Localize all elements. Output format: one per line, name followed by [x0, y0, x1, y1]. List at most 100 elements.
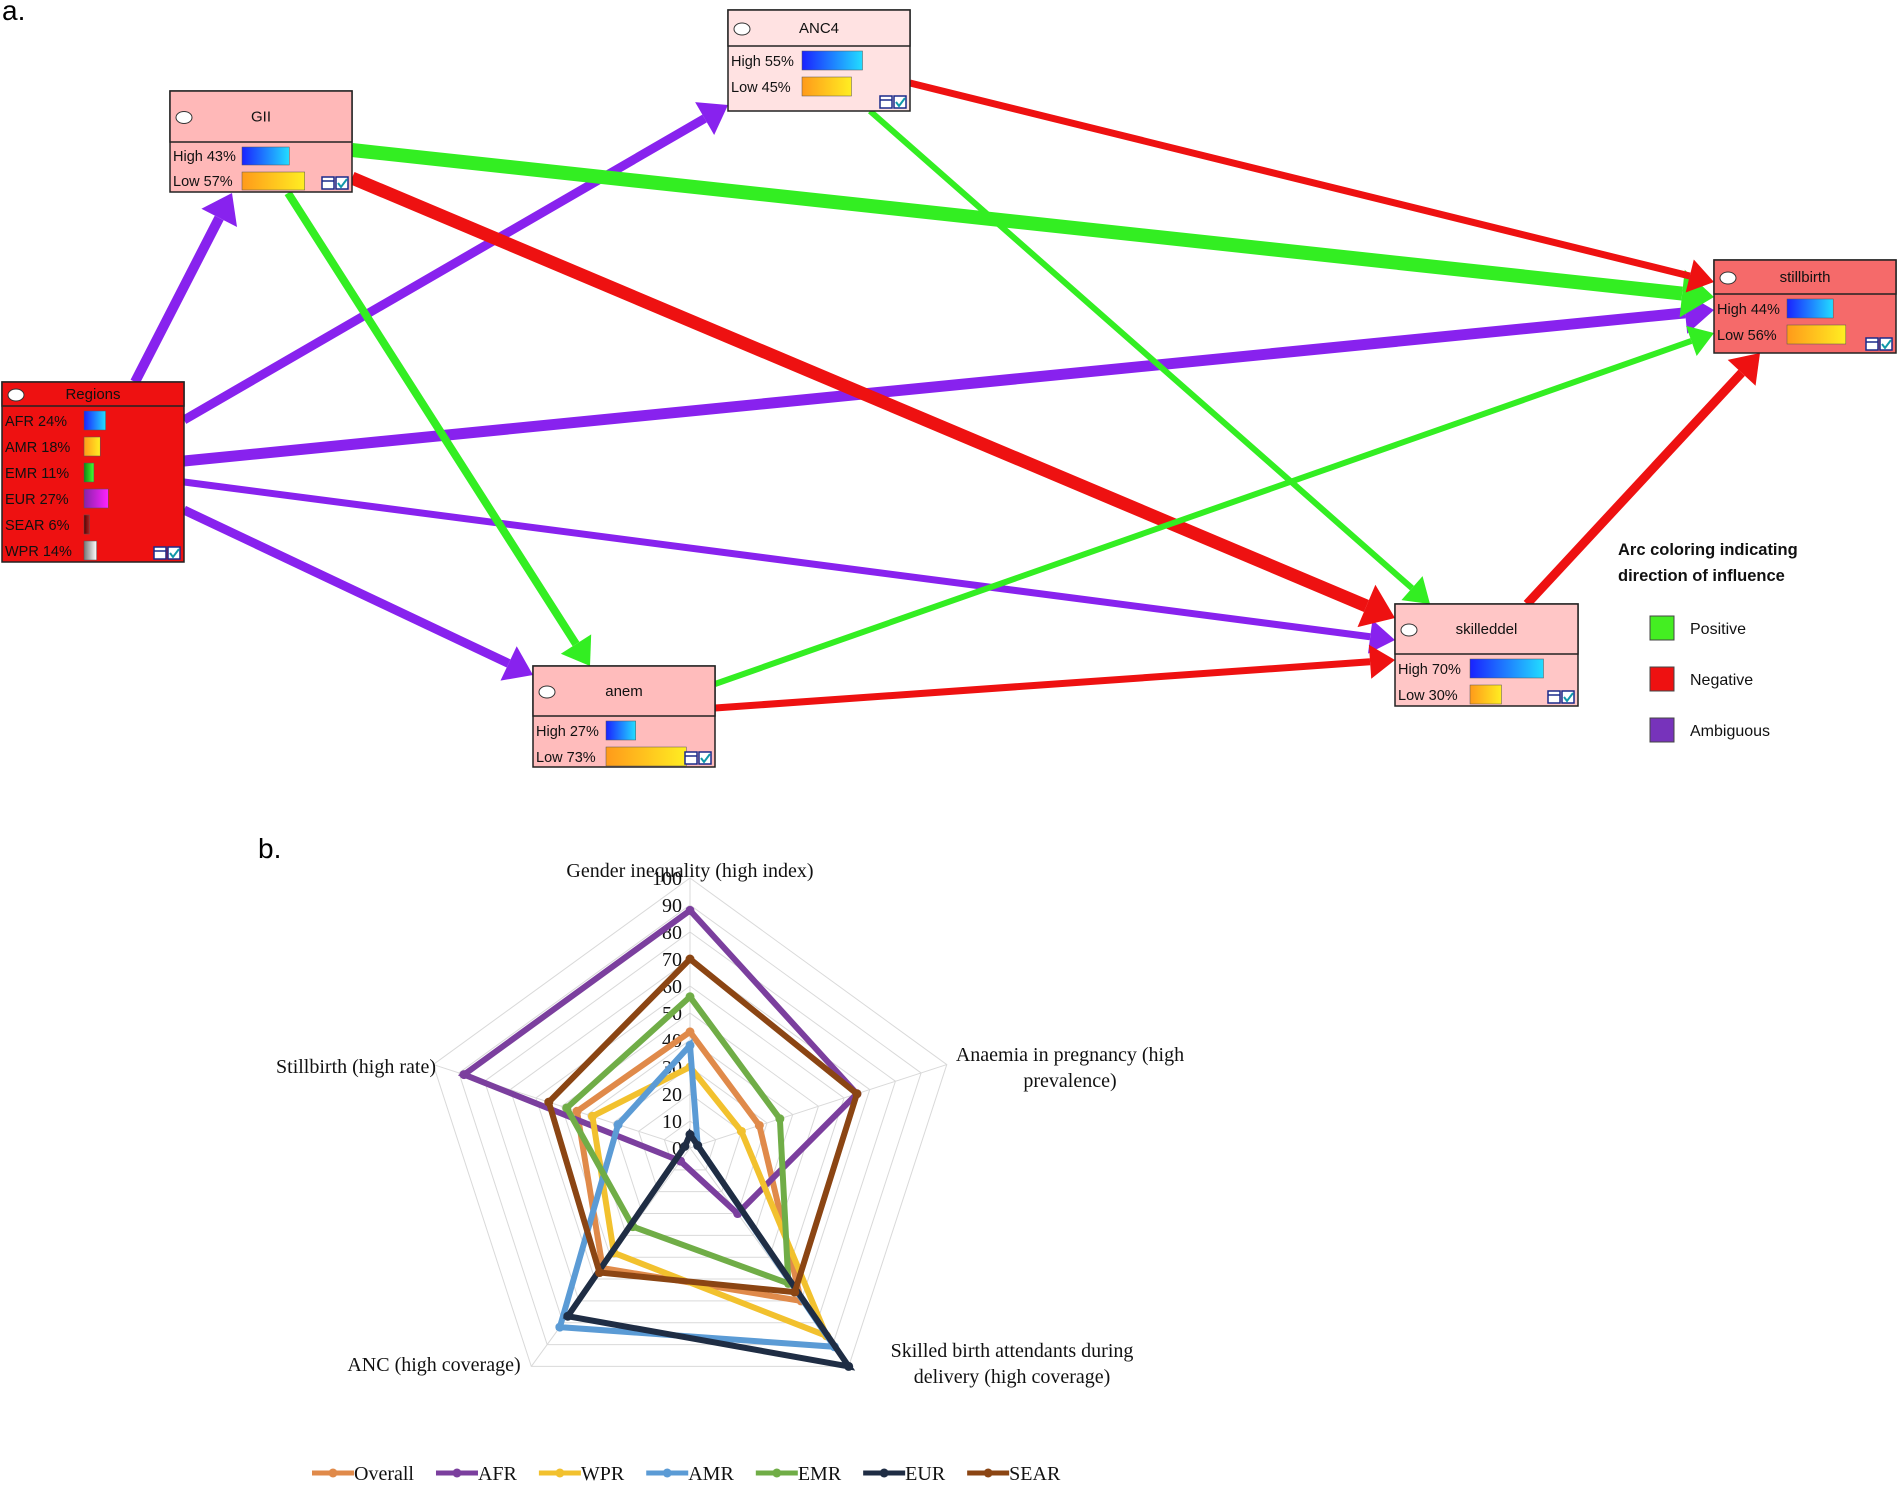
node-header	[727, 9, 911, 47]
node-check-icon[interactable]	[335, 176, 349, 190]
legend-entry-sear: SEAR	[967, 1463, 1061, 1485]
node-table-icon[interactable]	[153, 546, 167, 560]
node-table-icon[interactable]	[321, 176, 335, 190]
panel-a-label: a.	[2, 0, 25, 26]
series-point-afr	[685, 905, 695, 915]
legend-label: AMR	[688, 1463, 734, 1485]
node-row-label: EUR 27%	[5, 492, 69, 508]
legend-entry-overall: Overall	[312, 1463, 414, 1485]
node-prob-bar	[83, 436, 101, 457]
node-check-icon[interactable]	[167, 546, 181, 560]
node-row-label: High 70%	[1398, 662, 1461, 678]
radar-tick-70: 70	[662, 949, 682, 971]
radar-tick-0: 0	[672, 1138, 682, 1160]
series-point-sear	[595, 1268, 605, 1278]
node-row-label: Low 57%	[173, 174, 233, 190]
series-eur	[562, 1128, 856, 1371]
node-row-label: EMR 11%	[5, 466, 69, 482]
radar-axis-label: delivery (high coverage)	[914, 1366, 1111, 1388]
series-point-eur	[685, 1130, 695, 1139]
edge-regions-to-skilleddel	[183, 478, 1395, 654]
node-header	[1713, 259, 1897, 295]
node-row-label: AMR 18%	[5, 440, 70, 456]
series-line-afr	[457, 906, 862, 1218]
node-check-icon[interactable]	[698, 751, 712, 765]
arc-legend-item-negative: Negative	[1649, 666, 1753, 692]
edge-gii-to-skilleddel	[349, 172, 1395, 628]
series-point-eur	[680, 1141, 690, 1151]
node-row-label: High 44%	[1717, 302, 1780, 318]
node-state-icon	[175, 111, 193, 124]
series-amr	[555, 1038, 841, 1352]
series-line-emr	[562, 992, 792, 1288]
node-table-icon[interactable]	[1547, 690, 1561, 704]
node-prob-bar	[83, 514, 90, 535]
series-line-wpr	[589, 1063, 832, 1342]
series-sear	[544, 954, 862, 1297]
node-table-icon[interactable]	[684, 751, 698, 765]
node-table-icon[interactable]	[879, 95, 893, 109]
radar-axis-label: ANC (high coverage)	[347, 1354, 520, 1376]
arc-legend: Arc coloring indicating direction of inf…	[1618, 541, 1798, 743]
radar-axis-label: prevalence)	[1023, 1070, 1116, 1092]
node-table-icon[interactable]	[1865, 337, 1879, 351]
arc-legend-swatch	[1649, 717, 1675, 743]
series-point-wpr	[587, 1111, 597, 1121]
node-header	[1394, 603, 1579, 655]
radar-grid	[432, 877, 948, 1367]
edge-regions-to-gii	[130, 193, 238, 385]
legend-entry-eur: EUR	[863, 1463, 946, 1485]
node-title: skilleddel	[1456, 621, 1518, 638]
node-title: stillbirth	[1780, 269, 1831, 286]
node-prob-bar	[1786, 298, 1834, 319]
radar-tick-20: 20	[662, 1084, 682, 1106]
series-point-overall	[572, 1106, 582, 1116]
radar-axis-label: Skilled birth attendants during	[891, 1340, 1134, 1362]
radar-tick-90: 90	[662, 895, 682, 917]
radar-axis-labels: Gender inequality (high index)Anaemia in…	[276, 860, 1184, 1388]
node-row-label: WPR 14%	[5, 544, 72, 560]
series-point-eur	[563, 1311, 573, 1321]
arc-legend-item-positive: Positive	[1649, 615, 1746, 641]
radar-axis-label: Anaemia in pregnancy (high	[956, 1044, 1184, 1066]
arc-legend-swatch	[1649, 666, 1675, 692]
node-header	[1, 381, 185, 407]
series-point-sear	[790, 1287, 800, 1297]
node-check-icon[interactable]	[893, 95, 907, 109]
node-row-label: High 55%	[731, 54, 794, 70]
series-point-emr	[685, 992, 695, 1002]
node-row-label: SEAR 6%	[5, 518, 70, 534]
legend-label: Overall	[354, 1463, 414, 1485]
radar-tick-10: 10	[662, 1111, 682, 1133]
node-prob-bar	[241, 171, 305, 191]
series-point-wpr	[736, 1126, 746, 1136]
legend-label: EMR	[798, 1463, 842, 1485]
series-line-sear	[545, 954, 861, 1296]
node-prob-bar	[83, 410, 106, 431]
legend-entry-wpr: WPR	[538, 1463, 625, 1485]
edge-regions-to-anem	[182, 505, 533, 681]
node-row-label: Low 30%	[1398, 688, 1458, 704]
legend-label: EUR	[905, 1463, 946, 1485]
node-state-icon	[1719, 271, 1737, 285]
edge-gii-to-anem	[284, 190, 592, 666]
series-point-amr	[555, 1322, 565, 1332]
node-title: Regions	[65, 386, 120, 403]
series-point-amr	[613, 1120, 623, 1130]
edge-gii-to-stillbirth	[351, 143, 1714, 318]
network-edges	[130, 79, 1760, 712]
series-point-amr	[685, 1040, 695, 1050]
node-row-label: Low 56%	[1717, 328, 1777, 344]
node-row-label: High 27%	[536, 724, 599, 740]
node-prob-bar	[605, 720, 636, 741]
